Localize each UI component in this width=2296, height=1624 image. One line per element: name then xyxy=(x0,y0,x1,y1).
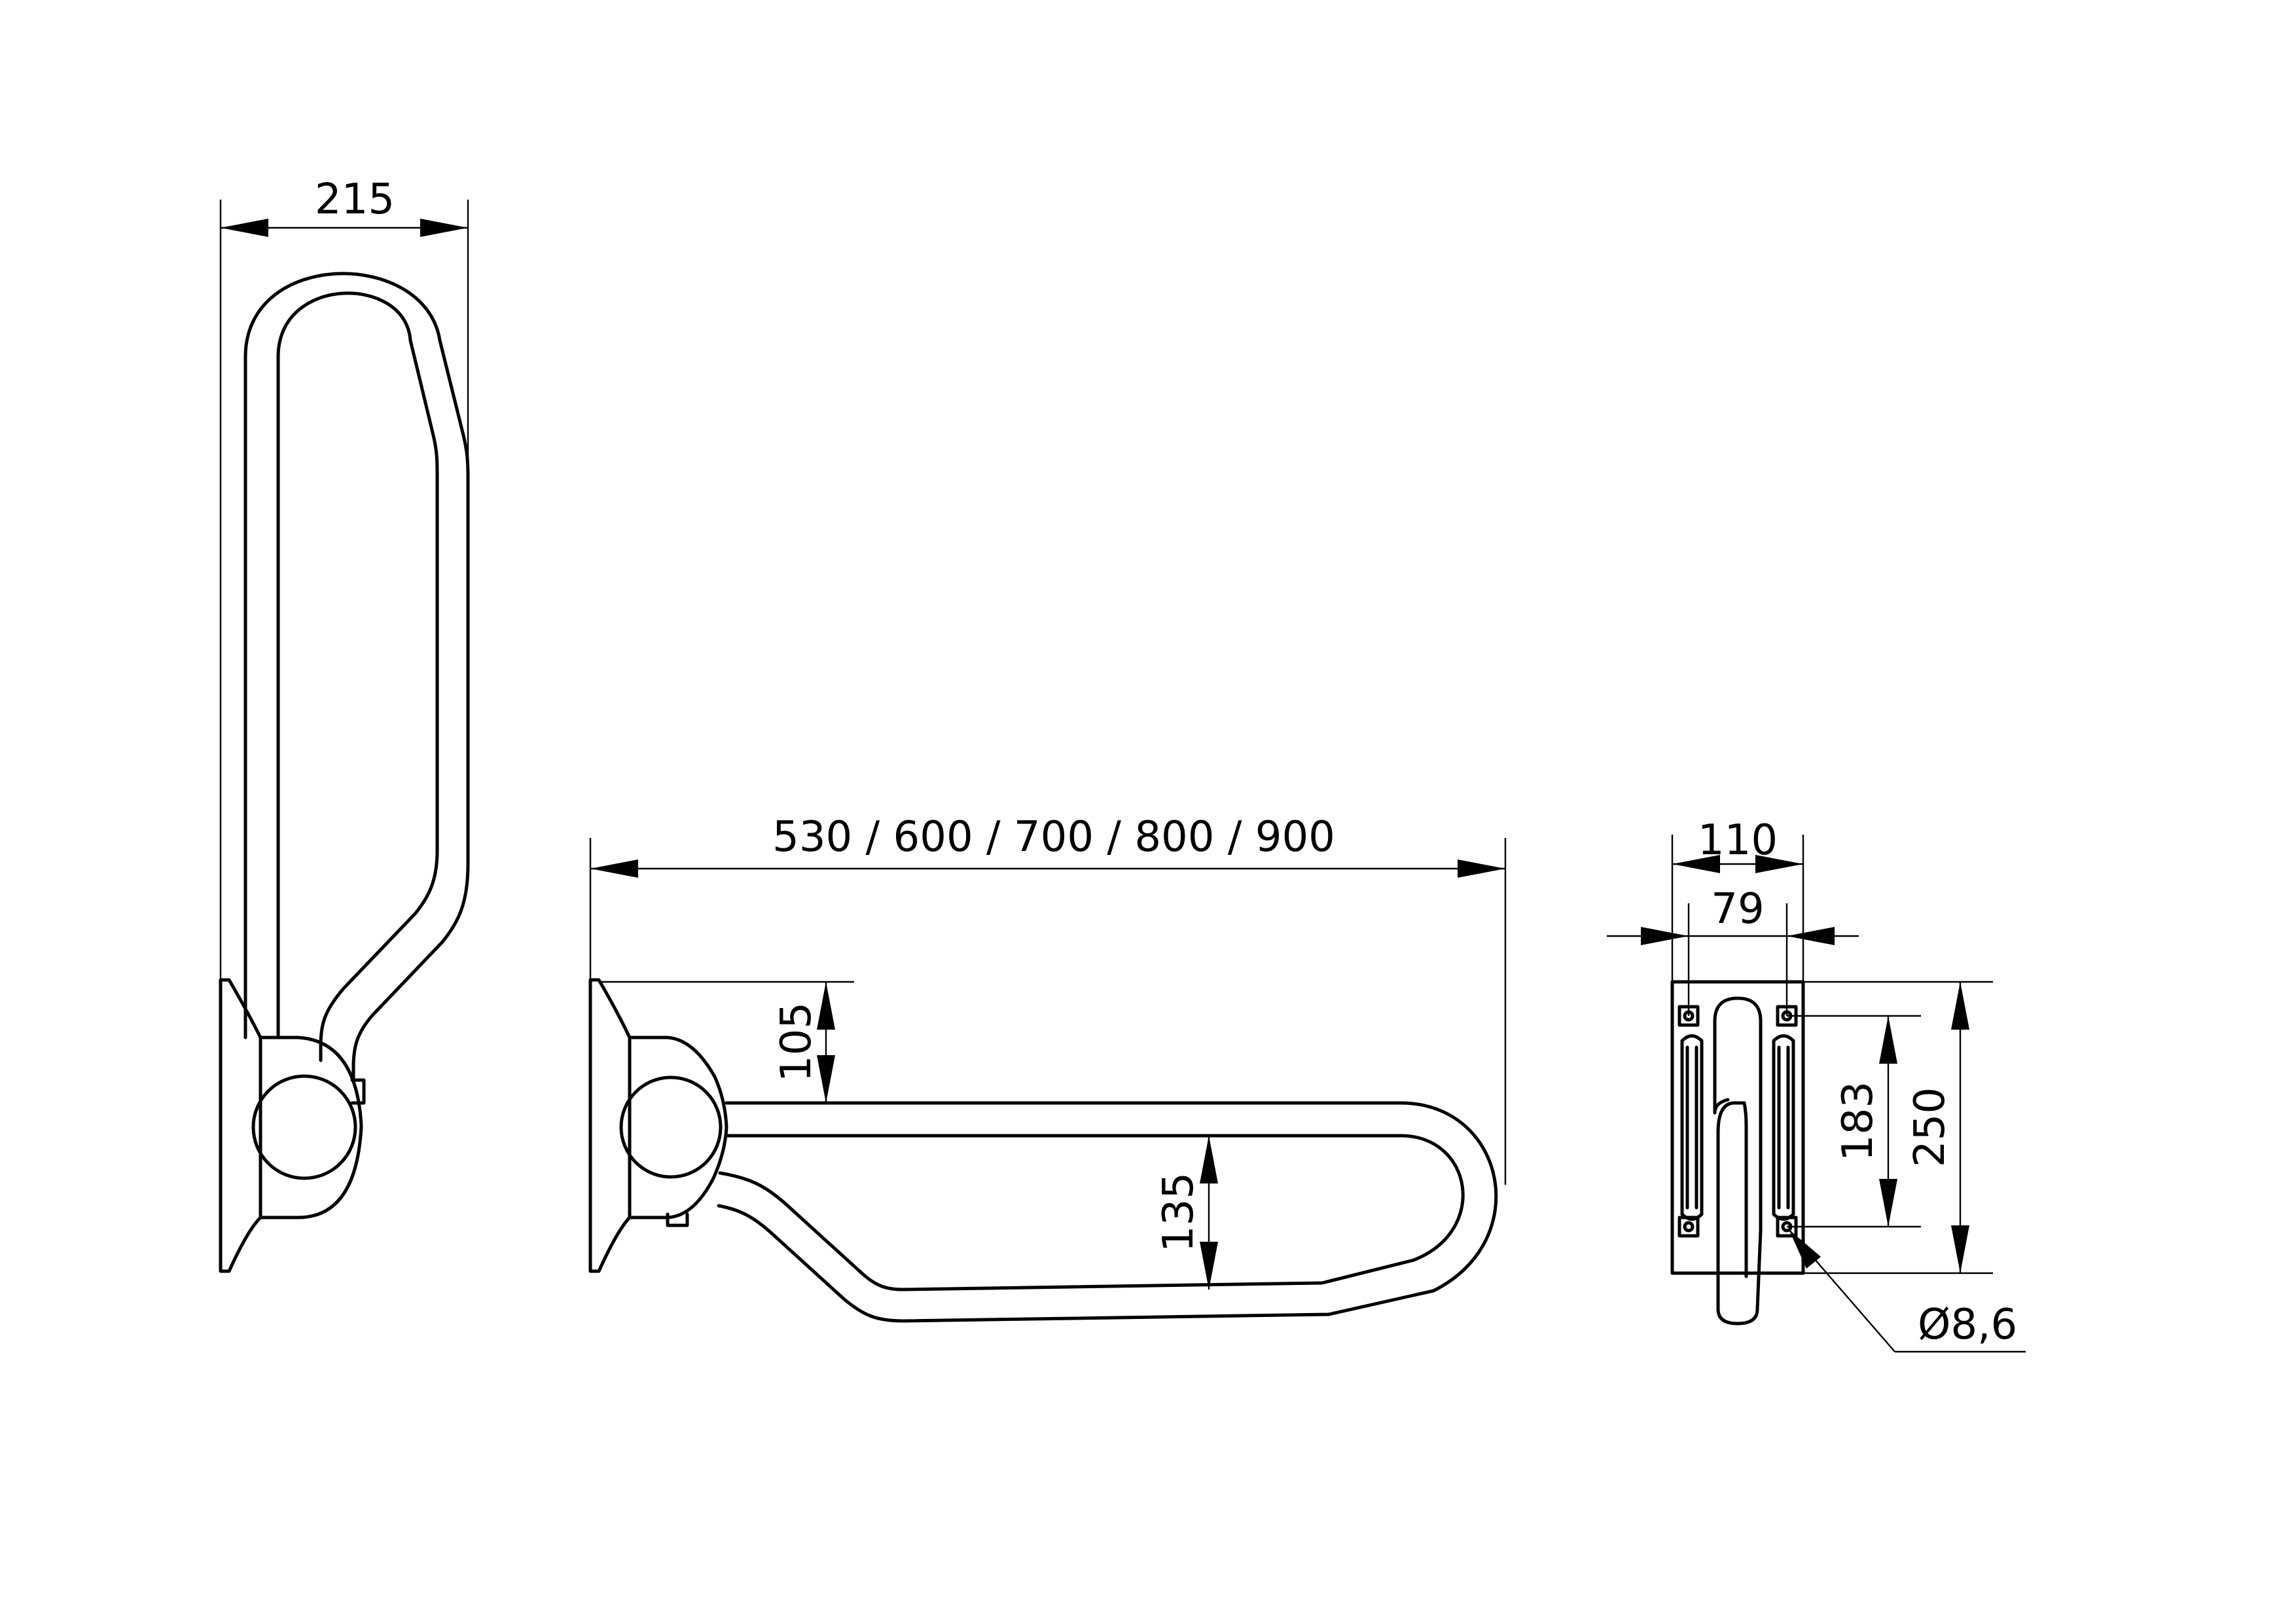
grab-bar-front xyxy=(1713,996,1763,1326)
dim-arrow xyxy=(1672,855,1720,873)
dim-arrow xyxy=(1641,927,1689,945)
dim-arrow xyxy=(1789,1229,1821,1269)
dimension-arm-length: 530 / 600 / 700 / 800 / 900 xyxy=(772,813,1335,861)
dim-arrow xyxy=(817,1055,835,1103)
dimension-hole-diameter: Ø8,6 xyxy=(1918,1301,2017,1349)
hinge-block xyxy=(666,1212,689,1227)
dim-arrow xyxy=(420,219,468,237)
dimension-79: 79 xyxy=(1711,885,1764,933)
plate-rib-left-inner xyxy=(1685,1045,1698,1210)
dim-arrow xyxy=(1200,1136,1218,1183)
dimension-110: 110 xyxy=(1698,816,1778,865)
grab-bar-outer xyxy=(243,272,470,1082)
plate-rib-right xyxy=(1772,1034,1795,1221)
hinge-block xyxy=(350,1078,366,1105)
grab-bar-inner xyxy=(718,1134,1465,1291)
dimension-215: 215 xyxy=(315,175,395,224)
dim-arrow xyxy=(817,982,835,1030)
mounting-hole-bottom-left xyxy=(1677,1216,1700,1238)
dim-arrow xyxy=(1787,927,1835,945)
front-view-plate: 110 79 183 250 Ø8,6 xyxy=(1607,816,2026,1353)
pivot-cap xyxy=(251,1074,357,1180)
side-view-folded: 215 xyxy=(219,175,470,1273)
dim-arrow xyxy=(1755,855,1803,873)
dimension-135: 135 xyxy=(1155,1172,1203,1252)
dim-arrow xyxy=(1951,1225,1969,1273)
pivot-housing xyxy=(628,1036,728,1219)
dimension-250: 250 xyxy=(1906,1087,1954,1167)
dim-arrow xyxy=(590,859,638,878)
grab-bar-outer xyxy=(717,1101,1498,1323)
dimension-105: 105 xyxy=(772,1002,821,1082)
plate-rib-left xyxy=(1680,1034,1704,1221)
wall-plate-front xyxy=(1670,980,1805,1275)
pivot-cap xyxy=(619,1075,723,1179)
grab-bar-inner xyxy=(276,291,439,1062)
pivot-housing xyxy=(259,1036,363,1219)
side-view-extended: 530 / 600 / 700 / 800 / 900 105 135 xyxy=(588,813,1507,1323)
dimension-183: 183 xyxy=(1834,1081,1882,1161)
dim-arrow xyxy=(1458,859,1505,878)
plate-rib-right-inner xyxy=(1777,1045,1790,1210)
dim-arrow xyxy=(1200,1242,1218,1290)
wall-plate-side xyxy=(588,978,632,1273)
mounting-hole-bottom-left-center xyxy=(1683,1221,1695,1233)
dim-arrow xyxy=(1879,1016,1897,1064)
dim-arrow xyxy=(221,219,268,237)
dim-arrow xyxy=(1951,982,1969,1030)
dim-arrow xyxy=(1879,1179,1897,1227)
